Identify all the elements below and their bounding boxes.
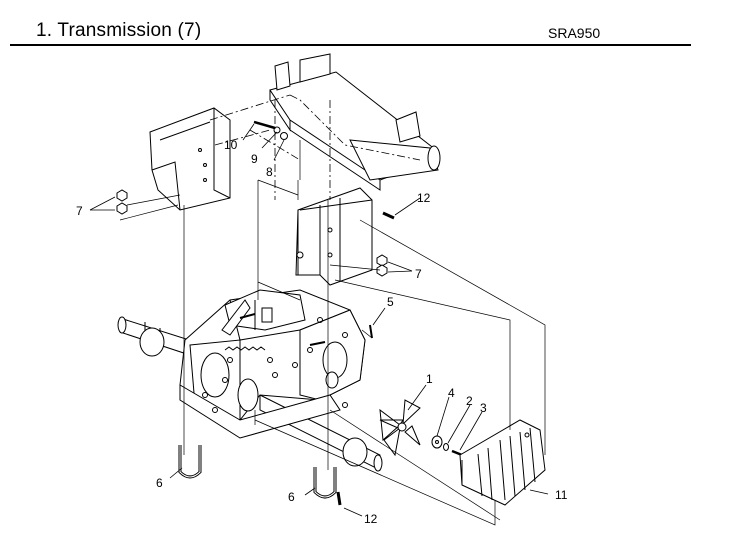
callout-2: 2 <box>466 394 473 408</box>
callout-8: 8 <box>266 165 273 179</box>
header-rule <box>10 44 691 46</box>
callout-12-lower: 12 <box>364 512 378 526</box>
bolt-upper-part <box>382 211 395 220</box>
leader-lines <box>89 123 549 517</box>
small-washer-part <box>443 443 449 451</box>
callout-7-left: 7 <box>76 204 83 218</box>
callout-6-left: 6 <box>156 476 163 490</box>
callout-12-upper: 12 <box>417 191 431 205</box>
nut-pair-left <box>116 189 128 215</box>
washer-part <box>431 435 443 449</box>
fan-part <box>379 399 421 457</box>
callout-3: 3 <box>480 401 487 415</box>
pin-part <box>369 324 373 339</box>
callout-4: 4 <box>448 386 455 400</box>
bolt-lower-part <box>336 491 342 506</box>
u-bolt-right <box>313 467 337 499</box>
frame-centerlines <box>209 94 421 200</box>
callout-10: 10 <box>224 138 238 152</box>
fan-cover-part <box>459 419 546 506</box>
u-bolt-left <box>178 445 202 479</box>
model-code: SRA950 <box>548 25 601 41</box>
callout-9: 9 <box>251 152 258 166</box>
transmission-assembly <box>117 289 383 472</box>
callout-5: 5 <box>387 295 394 309</box>
assembly-lines <box>119 140 546 526</box>
callout-1: 1 <box>426 372 433 386</box>
mounting-frame <box>149 53 441 286</box>
callout-11: 11 <box>555 488 568 502</box>
page-title: 1. Transmission (7) <box>36 20 202 41</box>
nut-pair-right <box>376 254 388 277</box>
callout-6-right: 6 <box>288 490 295 504</box>
callout-labels: 1 2 3 4 5 6 6 7 7 8 9 10 11 12 12 <box>76 138 568 526</box>
callout-7-right: 7 <box>415 267 422 281</box>
